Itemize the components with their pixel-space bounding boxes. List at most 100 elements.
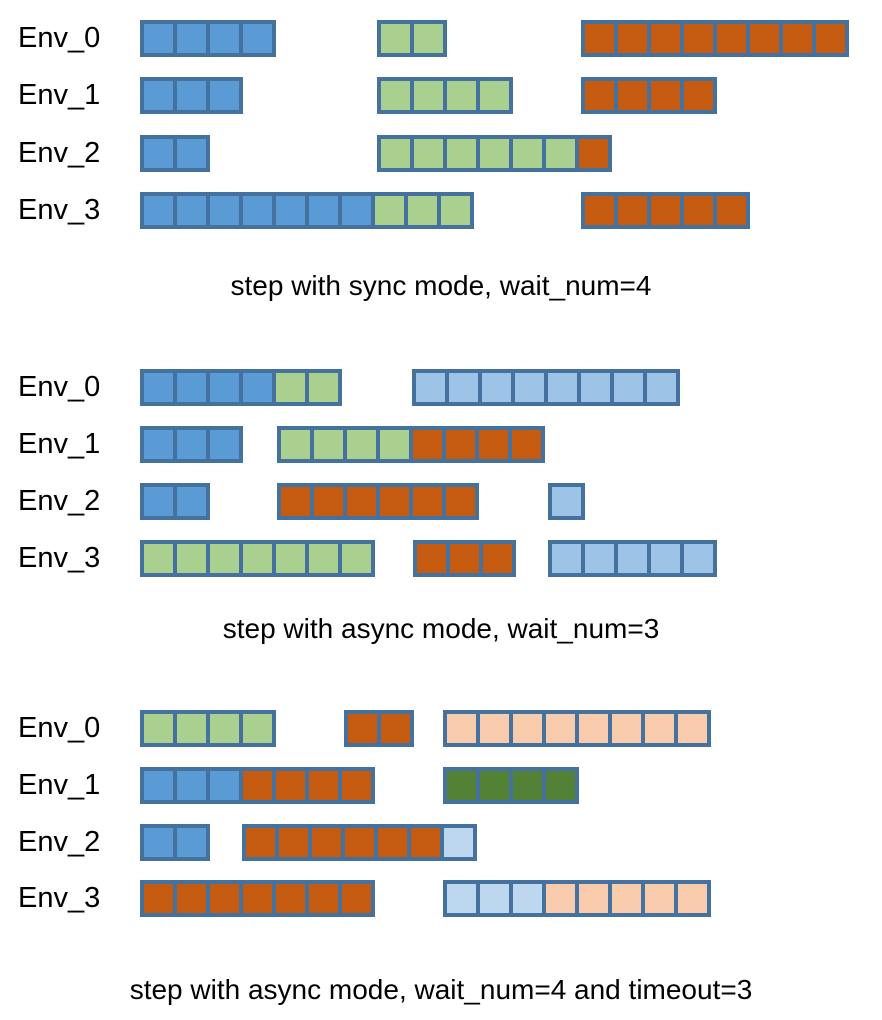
step-cell-peach [579,714,608,743]
step-cell-blue [177,487,206,516]
step-cell-green [513,139,542,168]
step-cell-green [342,544,371,573]
step-cell-green [414,81,443,110]
step-cell-green [414,24,443,53]
step-cell-green [309,544,338,573]
step-cell-green [177,544,206,573]
env-label: Env_1 [18,769,101,801]
step-run [377,20,447,57]
step-cell-orange [717,24,746,53]
step-cell-green [381,139,410,168]
step-cell-orange [684,24,713,53]
step-cell-orange [276,884,305,913]
step-cell-peach [612,714,641,743]
panel-caption: step with async mode, wait_num=3 [222,613,660,644]
step-run [140,540,375,577]
step-cell-light-blue [515,373,544,402]
step-cell-blue [243,373,272,402]
step-cell-light-blue [618,544,647,573]
step-cell-blue [144,828,173,857]
step-cell-orange [243,884,272,913]
step-cell-orange [413,430,442,459]
step-cell-orange [381,714,410,743]
step-cell-light-blue [449,373,478,402]
step-cell-peach [579,884,608,913]
step-cell-green [144,714,173,743]
step-cell-blue [144,430,173,459]
step-cell-orange [309,771,338,800]
env-label: Env_3 [18,194,101,226]
step-cell-green [414,139,443,168]
step-cell-orange [585,81,614,110]
step-cell-light-blue [548,373,577,402]
step-cell-blue [144,196,173,225]
step-run [140,824,210,861]
step-cell-orange [479,430,508,459]
step-cell-orange [618,24,647,53]
step-cell-orange [279,828,308,857]
step-cell-peach [447,714,476,743]
step-run [377,135,612,172]
step-run [344,710,414,747]
step-run [140,880,375,917]
step-cell-blue [210,771,239,800]
step-cell-dark-green [546,771,575,800]
step-cell-light-blue [552,487,581,516]
step-cell-orange [378,828,407,857]
env-label: Env_1 [18,428,101,460]
step-cell-dark-green [513,771,542,800]
step-cell-green [177,714,206,743]
step-cell-orange [380,487,409,516]
step-cell-green [480,139,509,168]
step-cell-orange [413,487,442,516]
step-cell-green [480,81,509,110]
step-cell-orange [347,487,376,516]
step-cell-light-blue [552,544,581,573]
step-run [140,426,243,463]
step-cell-blue [177,196,206,225]
step-cell-green [276,544,305,573]
step-cell-orange [246,828,275,857]
step-cell-light-blue [614,373,643,402]
panel-caption: step with async mode, wait_num=4 and tim… [129,974,753,1005]
step-run [140,369,342,406]
step-cell-blue [177,771,206,800]
step-cell-green [210,544,239,573]
step-cell-orange [651,24,680,53]
step-cell-green [381,24,410,53]
step-cell-blue [276,196,305,225]
step-cell-peach [513,714,542,743]
step-cell-blue [177,828,206,857]
step-run [443,767,579,804]
step-cell-green [314,430,343,459]
step-cell-green [380,430,409,459]
step-cell-blue [210,373,239,402]
step-cell-orange [348,714,377,743]
step-cell-green [281,430,310,459]
step-cell-orange [684,196,713,225]
step-cell-green [243,714,272,743]
step-cell-blue [243,24,272,53]
step-run [581,20,849,57]
step-run [548,540,717,577]
step-cell-blue [243,196,272,225]
panel-caption: step with sync mode, wait_num=4 [230,270,652,301]
step-run [443,880,711,917]
env-label: Env_0 [18,371,101,403]
step-cell-light-blue [647,373,676,402]
step-cell-pale-blue [444,828,473,857]
step-cell-blue [177,81,206,110]
step-cell-dark-green [480,771,509,800]
env-label: Env_1 [18,79,101,111]
step-cell-orange [585,196,614,225]
step-cell-orange [512,430,541,459]
step-cell-peach [678,884,707,913]
step-cell-green [375,196,404,225]
step-cell-green [408,196,437,225]
step-cell-peach [480,714,509,743]
step-cell-green [210,714,239,743]
env-label: Env_3 [18,542,101,574]
step-cell-blue [144,81,173,110]
step-run [277,426,545,463]
env-label: Env_2 [18,485,101,517]
